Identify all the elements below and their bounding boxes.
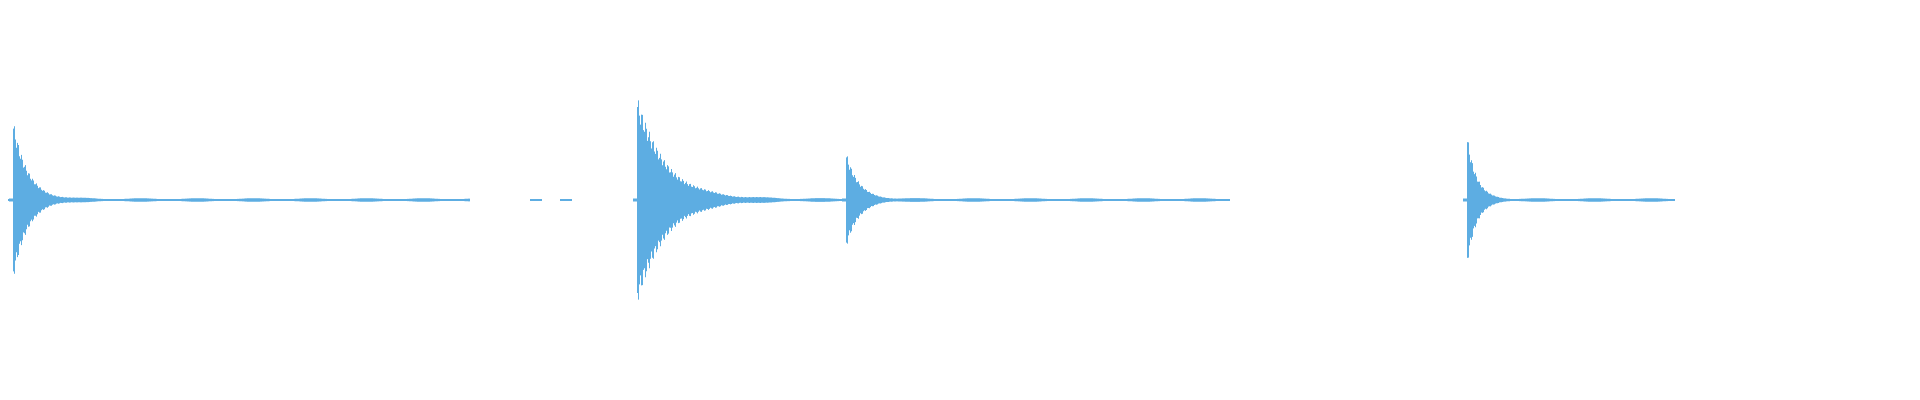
waveform-signal <box>8 100 1675 300</box>
